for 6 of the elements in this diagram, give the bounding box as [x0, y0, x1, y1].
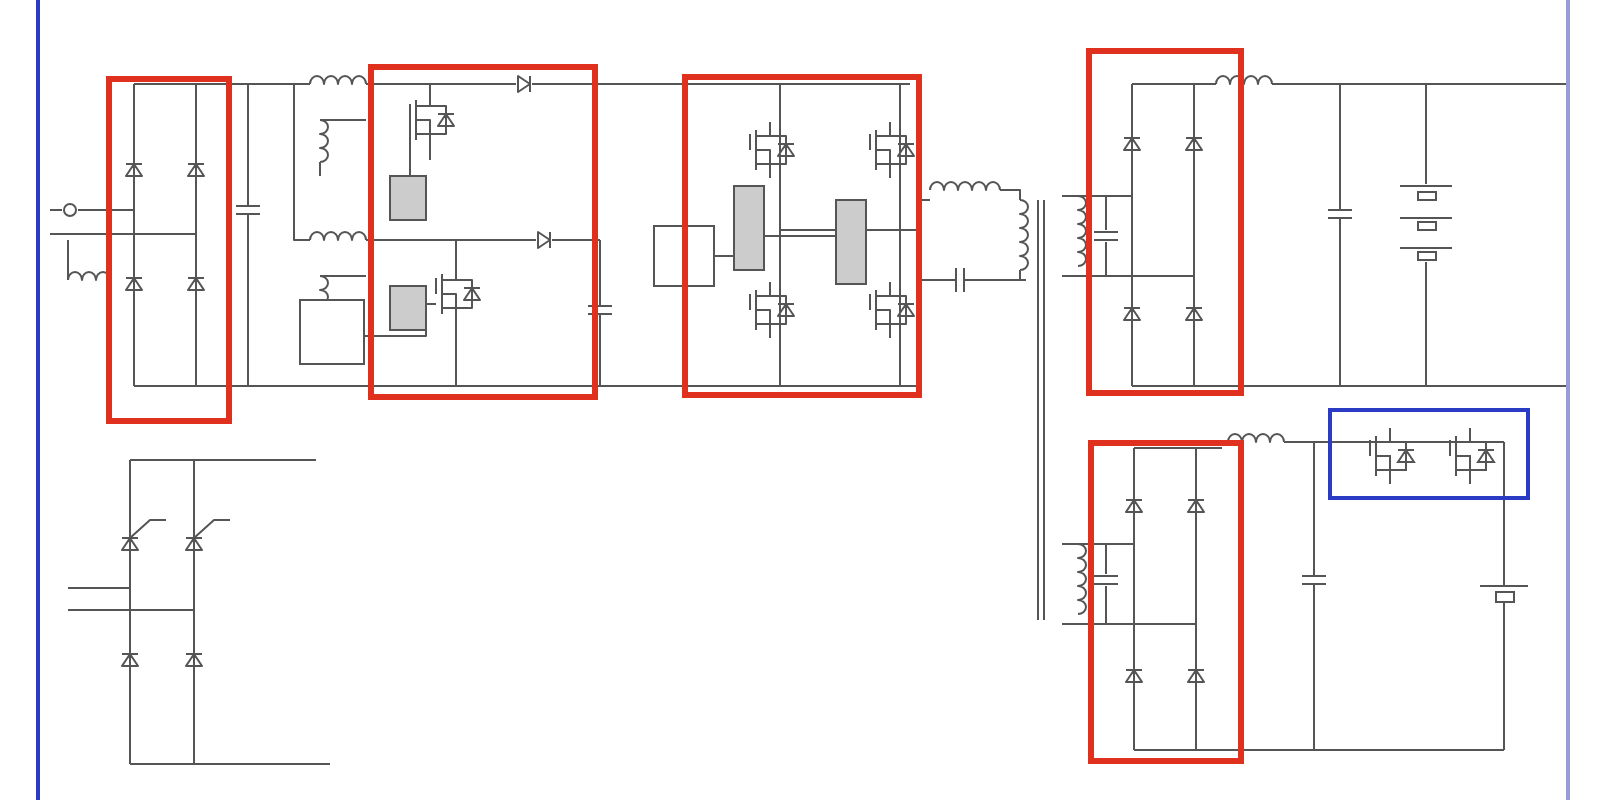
highlight-box [368, 64, 598, 400]
highlight-box [1328, 408, 1530, 500]
highlight-box [1088, 440, 1244, 764]
highlight-box [682, 74, 922, 398]
highlight-box [106, 76, 232, 424]
highlight-box [1086, 48, 1244, 396]
